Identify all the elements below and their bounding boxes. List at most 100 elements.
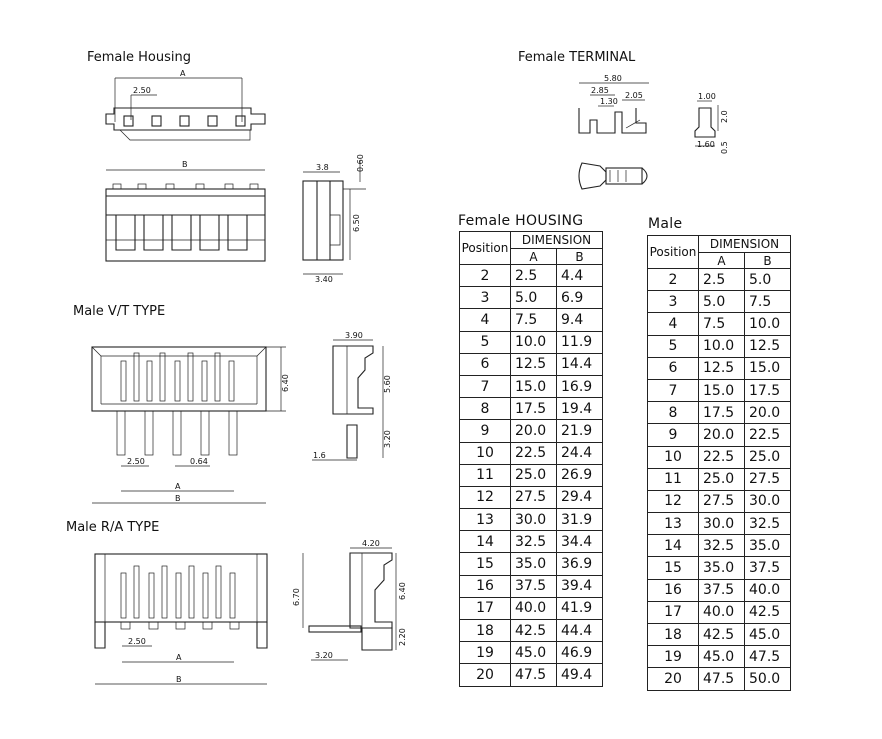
dimension-b-cell: 31.9 [556, 508, 603, 532]
position-cell: 16 [459, 574, 511, 598]
female-terminal-bottom-view [578, 162, 648, 190]
ra-dim-b: B [176, 675, 182, 684]
female-housing-label: Female Housing [87, 50, 191, 65]
position-cell: 5 [647, 334, 699, 358]
ra-dim-a: A [176, 653, 182, 662]
female-housing-top-view: A 2.50 [105, 69, 266, 141]
dimension-b-cell: 30.0 [744, 489, 791, 514]
dimension-header: DIMENSION [510, 231, 603, 249]
ft-dim-05: 0.5 [720, 141, 729, 154]
position-cell: 19 [647, 645, 699, 669]
dimension-b-cell: 24.4 [556, 441, 603, 465]
fh-dim-b: B [182, 160, 188, 169]
position-cell: 19 [459, 641, 511, 665]
male-table-title: Male [648, 216, 683, 232]
position-header: Position [459, 231, 511, 265]
vt-dim-390: 3.90 [345, 331, 363, 340]
dimension-a-cell: 25.0 [510, 463, 557, 487]
dimension-b-cell: 9.4 [556, 308, 603, 332]
position-cell: 5 [459, 330, 511, 354]
dimension-b-cell: 29.4 [556, 485, 603, 510]
dimension-b-cell: 27.5 [744, 467, 791, 491]
dimension-b-cell: 15.0 [744, 356, 791, 380]
vt-dim-b: B [175, 494, 181, 503]
position-cell: 3 [647, 290, 699, 314]
dimension-b-cell: 50.0 [744, 667, 791, 691]
dimension-b-cell: 49.4 [556, 663, 603, 687]
dimension-a-cell: 17.5 [698, 401, 745, 425]
male-vt-front-view: 6.40 2.50 0.64 A B [91, 346, 290, 504]
dimension-a-cell: 32.5 [698, 534, 745, 558]
dimension-a-cell: 27.5 [510, 485, 557, 510]
dimension-a-cell: 42.5 [510, 618, 557, 643]
position-cell: 11 [647, 467, 699, 491]
position-cell: 9 [647, 423, 699, 447]
dimension-a-cell: 27.5 [698, 489, 745, 514]
vt-dim-064: 0.64 [190, 457, 208, 466]
dimension-a-cell: 30.0 [698, 512, 745, 536]
dimension-a-cell: 40.0 [510, 596, 557, 621]
dimension-a-cell: 45.0 [698, 645, 745, 669]
ra-dim-670: 6.70 [292, 588, 301, 606]
dimension-b-cell: 12.5 [744, 334, 791, 358]
dimension-a-cell: 20.0 [698, 423, 745, 447]
dimension-b-cell: 10.0 [744, 312, 791, 336]
male-vt-side-view: 3.90 5.60 3.20 1.6 [312, 331, 392, 461]
fh-dim-side-650: 6.50 [352, 214, 361, 232]
dimension-a-cell: 12.5 [510, 352, 557, 376]
ft-dim-100: 1.00 [698, 92, 716, 101]
dimension-b-cell: 11.9 [556, 330, 603, 354]
position-cell: 16 [647, 578, 699, 602]
ra-dim-320: 3.20 [315, 651, 333, 660]
ft-dim-160: 1.60 [697, 140, 715, 149]
position-cell: 18 [647, 622, 699, 647]
fh-dim-pitch: 2.50 [133, 86, 151, 95]
dimension-a-cell: 17.5 [510, 397, 557, 421]
dimension-a-cell: 47.5 [698, 667, 745, 691]
female-terminal-side-view: 5.80 2.85 1.30 2.05 [578, 74, 649, 134]
dimension-a-cell: 7.5 [510, 308, 557, 332]
dimension-a-cell: 32.5 [510, 530, 557, 554]
ra-dim-640: 6.40 [398, 582, 407, 600]
dimension-a-cell: 7.5 [698, 312, 745, 336]
position-cell: 2 [647, 267, 699, 292]
dimension-a-cell: 15.0 [510, 374, 557, 399]
dimension-a-cell: 22.5 [510, 441, 557, 465]
male-vt-label: Male V/T TYPE [73, 304, 165, 319]
position-cell: 14 [459, 530, 511, 554]
dimension-b-cell: 7.5 [744, 290, 791, 314]
ft-dim-285: 2.85 [591, 86, 609, 95]
dimension-b-cell: 21.9 [556, 419, 603, 443]
ra-dim-250: 2.50 [128, 637, 146, 646]
vt-dim-a: A [175, 482, 181, 491]
position-cell: 4 [459, 308, 511, 332]
dimension-a-cell: 2.5 [698, 267, 745, 292]
position-cell: 10 [459, 441, 511, 465]
dimension-b-cell: 41.9 [556, 596, 603, 621]
position-cell: 17 [647, 600, 699, 625]
dimension-a-cell: 15.0 [698, 378, 745, 403]
fh-dim-a: A [180, 69, 186, 78]
dimension-a-cell: 5.0 [510, 286, 557, 310]
female-table-title: Female HOUSING [458, 213, 584, 229]
dimension-a-cell: 37.5 [698, 578, 745, 602]
dimension-a-cell: 37.5 [510, 574, 557, 598]
position-cell: 13 [647, 512, 699, 536]
female-housing-front-view: B [105, 160, 266, 262]
column-b-header: B [744, 252, 791, 269]
dimension-b-cell: 44.4 [556, 618, 603, 643]
position-cell: 12 [459, 485, 511, 510]
